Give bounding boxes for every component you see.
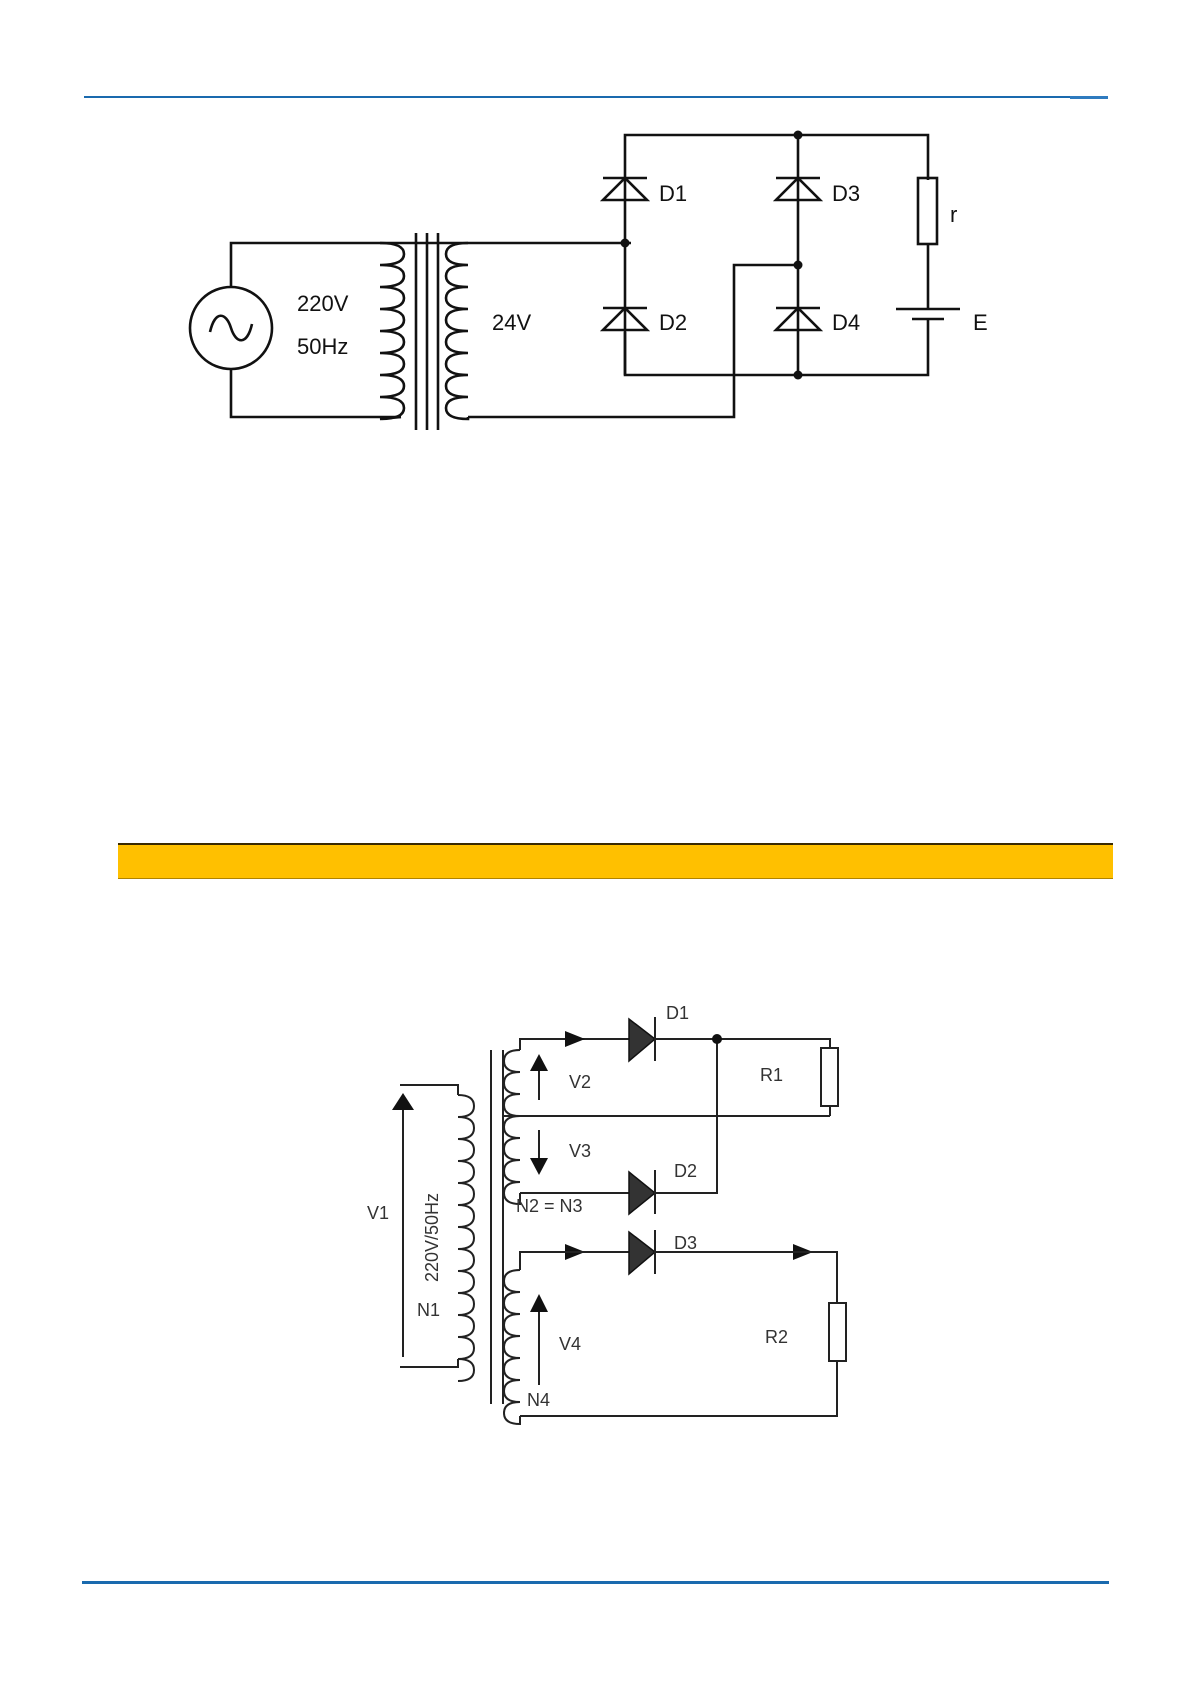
v1-arrow-icon (392, 1093, 414, 1110)
primary-rating-label: 220V/50Hz (422, 1193, 442, 1282)
n4-label: N4 (527, 1390, 550, 1410)
v2-arrow-icon (530, 1054, 548, 1071)
wire (468, 263, 798, 419)
v4-label: V4 (559, 1334, 581, 1354)
wire (519, 1251, 838, 1303)
wire (820, 1038, 831, 1048)
secondary-coil-n2-n3 (502, 1049, 521, 1206)
secondary-coil-n4 (502, 1269, 521, 1426)
section-band (118, 843, 1113, 879)
junction-dot (620, 238, 630, 248)
v2-label: V2 (569, 1072, 591, 1092)
resistor-r2-icon (828, 1302, 847, 1362)
primary-coil (379, 241, 406, 421)
battery-label: E (973, 310, 988, 335)
junction-dot (712, 1034, 722, 1044)
v4-arrow-icon (530, 1294, 548, 1312)
current-arrow-icon (565, 1031, 585, 1047)
v3-label: V3 (569, 1141, 591, 1161)
diode-label: D3 (674, 1233, 697, 1253)
resistor-r1-icon (820, 1047, 839, 1107)
v1-label: V1 (367, 1203, 389, 1223)
v3-arrow-icon (530, 1158, 548, 1175)
diode-d1-icon (628, 1017, 657, 1063)
diode-label: D3 (832, 181, 860, 206)
ac-source-loop (188, 241, 631, 419)
diode-d3-icon (772, 176, 824, 202)
source-voltage-label: 220V (297, 291, 349, 316)
diode-d1-icon (599, 176, 651, 202)
header-rule-accent (1070, 96, 1108, 99)
diode-label: D4 (832, 310, 860, 335)
footer-rule (82, 1581, 1109, 1584)
wire (520, 1361, 838, 1417)
turns-relation-label: N2 = N3 (516, 1196, 583, 1216)
diode-d4-icon (772, 306, 824, 332)
header-rule (84, 96, 1106, 98)
resistor-label: r (950, 202, 957, 227)
n1-label: N1 (417, 1300, 440, 1320)
junction-dot (793, 130, 803, 140)
diode-label: D2 (674, 1161, 697, 1181)
diode-label: D1 (666, 1003, 689, 1023)
primary-coil (457, 1094, 476, 1382)
wire (520, 1039, 718, 1194)
diode-label: D1 (659, 181, 687, 206)
wire (623, 133, 930, 243)
diode-label: D2 (659, 310, 687, 335)
wire (623, 318, 930, 377)
source-frequency-label: 50Hz (297, 334, 348, 359)
junction-dot (793, 370, 803, 380)
secondary-voltage-label: 24V (492, 310, 531, 335)
diode-d3-icon (628, 1230, 657, 1276)
ac-source-icon (188, 285, 274, 371)
junction-dot (793, 260, 803, 270)
secondary-coil (444, 241, 470, 421)
diode-d2-icon (628, 1170, 657, 1216)
wire (400, 1084, 459, 1095)
sine-wave-icon (208, 314, 254, 342)
resistor-label: R1 (760, 1065, 783, 1085)
wire (400, 1359, 459, 1368)
resistor-label: R2 (765, 1327, 788, 1347)
diode-d2-icon (599, 306, 651, 332)
